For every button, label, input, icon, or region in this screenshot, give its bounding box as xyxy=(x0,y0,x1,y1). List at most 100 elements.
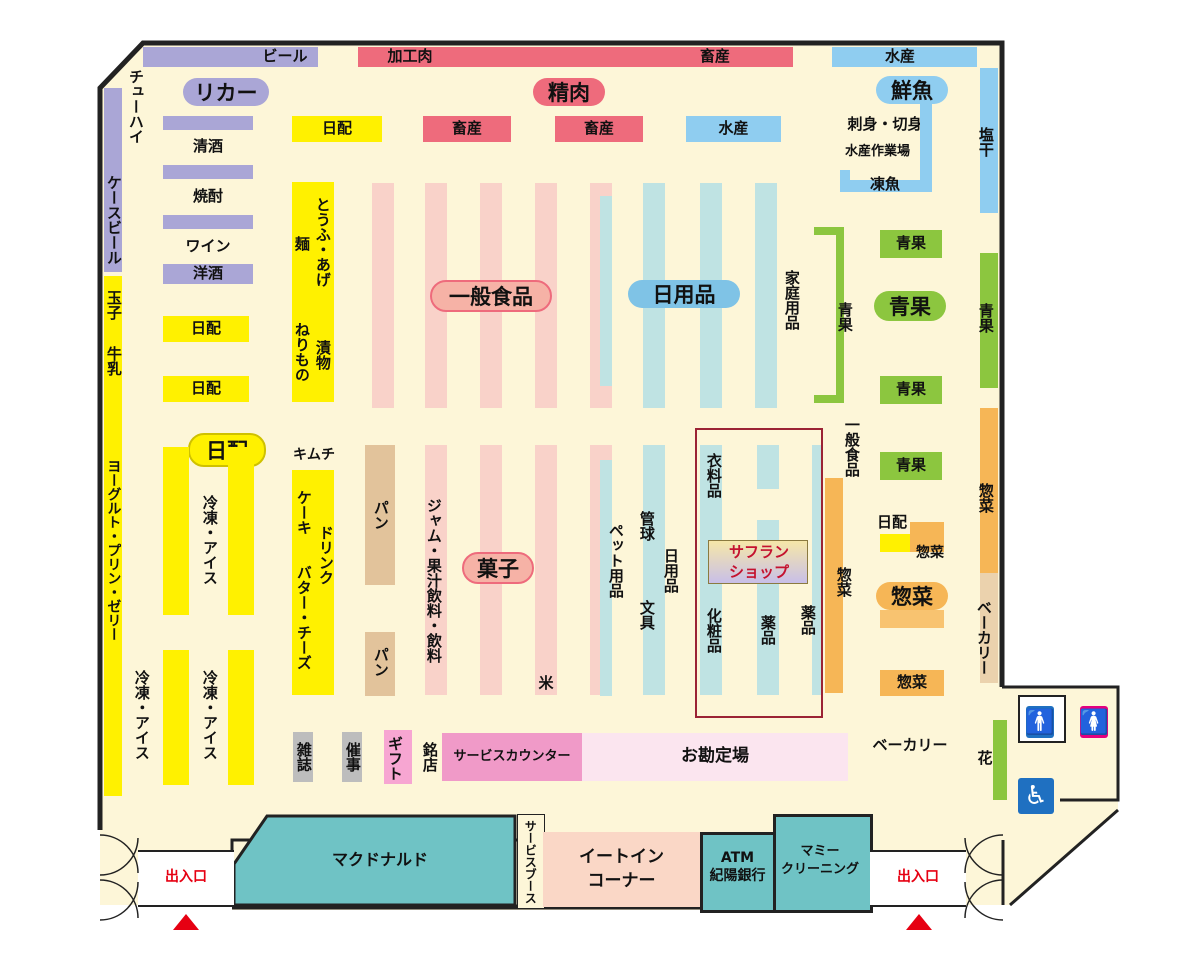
butter-label: バター・チーズ xyxy=(294,565,313,670)
deli-label: 惣菜 xyxy=(916,544,944,561)
meat-pill: 精肉 xyxy=(533,78,605,106)
livestock-shelf xyxy=(423,116,511,142)
liquor-shelf xyxy=(163,116,253,130)
service-counter xyxy=(442,733,582,781)
ball-label: 管球 xyxy=(637,511,656,541)
neri-label: ねりもの xyxy=(292,322,311,382)
bread-label: パン xyxy=(371,500,390,530)
frozen-label: 冷凍・アイス xyxy=(200,495,219,585)
service-counter-label: サービスカウンター xyxy=(453,749,571,765)
tofu-shelf xyxy=(292,182,334,402)
service-booth xyxy=(517,814,545,909)
daily-aisle xyxy=(600,460,612,696)
nippai-pill: 日配 xyxy=(188,433,266,467)
entrance-arrow-icon xyxy=(906,914,932,930)
liquor-shelf xyxy=(163,215,253,229)
deli-shelf xyxy=(825,478,843,693)
produce-shelf xyxy=(814,227,844,403)
bread-label: パン xyxy=(371,647,390,677)
produce-label: 青果 xyxy=(895,234,926,253)
entrance-right-label: 出入口 xyxy=(897,868,939,885)
beer-wall xyxy=(143,47,318,67)
produce-shelf xyxy=(880,452,942,480)
liquor-shelf xyxy=(163,264,253,284)
produce-pill: 青果 xyxy=(874,291,946,321)
tofu-label: とうふ・あげ xyxy=(313,197,332,287)
entrance-right[interactable] xyxy=(870,850,966,907)
service-booth-label: サービスブース xyxy=(523,820,538,904)
sweets-pill: 菓子 xyxy=(462,552,534,584)
deli-pill: 惣菜 xyxy=(876,582,948,610)
egg-label: 玉子 xyxy=(104,290,123,320)
livestock-top-label: 畜産 xyxy=(699,47,730,66)
deli-shelf xyxy=(910,522,944,552)
atm-label-2: 紀陽銀行 xyxy=(709,867,766,884)
daily-aisle xyxy=(757,445,779,489)
frozen-label: 冷凍・アイス xyxy=(200,670,219,760)
livestock-shelf xyxy=(555,116,643,142)
fish-pill: 鮮魚 xyxy=(876,76,948,104)
seafood-top-label: 水産 xyxy=(884,47,915,66)
salted-wall xyxy=(980,68,998,213)
western-liquor-label: 洋酒 xyxy=(192,264,223,283)
bread-shelf xyxy=(365,445,395,585)
dairy-shelf xyxy=(292,470,334,695)
saffron-label-2: ショップ xyxy=(728,563,789,582)
right-door-icon xyxy=(964,834,1004,921)
nippai-label: 日配 xyxy=(321,119,352,138)
flower-label: 花 xyxy=(977,749,993,768)
meiten-label: 銘店 xyxy=(420,742,439,772)
gift-shelf xyxy=(384,730,412,784)
liquor-shelf xyxy=(163,165,253,179)
frozen-shelf xyxy=(163,650,189,785)
wheelchair-icon: ♿ xyxy=(1018,778,1054,814)
daily-aisle xyxy=(643,445,665,695)
nippai-label: 日配 xyxy=(876,513,907,532)
nippai-shelf xyxy=(292,116,382,142)
checkout-area[interactable] xyxy=(582,733,848,781)
entrance-left[interactable] xyxy=(138,850,234,907)
event-shelf xyxy=(342,732,362,782)
drink-label: ドリンク xyxy=(316,525,335,585)
mcdonalds-block[interactable] xyxy=(232,814,517,907)
medicine-label: 薬品 xyxy=(758,615,777,645)
rice-label: 米 xyxy=(538,674,554,693)
deli-shelf xyxy=(880,610,944,628)
frozen-shelf xyxy=(163,447,189,615)
eat-in-label-1: イートイン xyxy=(579,847,664,868)
gift-label: ギフト xyxy=(385,735,404,781)
household-label: 家庭用品 xyxy=(782,270,801,330)
noodle-label: 麺 xyxy=(292,235,311,251)
atm-block[interactable] xyxy=(700,832,781,913)
fish-counter xyxy=(840,104,932,192)
atm-label-1: ATM xyxy=(720,849,755,866)
beer-label: ビール xyxy=(262,47,308,66)
produce-wall-label: 青果 xyxy=(976,303,995,333)
eat-in-corner[interactable] xyxy=(543,832,700,907)
deli-wall-label: 惣菜 xyxy=(976,483,995,513)
daily-aisle xyxy=(600,196,612,386)
frozen-left-label: 冷凍・アイス xyxy=(132,670,151,760)
daily-aisle xyxy=(755,183,777,408)
liquor-left-wall xyxy=(104,88,122,272)
sashimi-label: 刺身・切身 xyxy=(847,115,923,134)
general-food-pill: 一般食品 xyxy=(430,280,552,312)
case-beer-label: ケースビール xyxy=(104,175,123,265)
bakery-wall xyxy=(980,573,998,683)
daily-goods-label: 日用品 xyxy=(661,547,680,593)
food-aisle xyxy=(535,445,557,695)
pharmacy-area xyxy=(695,428,823,718)
deli-shelf xyxy=(880,670,944,696)
chuhai-label: チューハイ xyxy=(126,68,145,144)
sake-label: 清酒 xyxy=(192,137,223,156)
left-door-icon xyxy=(99,834,139,921)
daily-goods-pill: 日用品 xyxy=(628,280,740,308)
produce-shelf xyxy=(880,376,942,404)
flower-wall xyxy=(993,720,1007,800)
livestock-label: 畜産 xyxy=(583,119,614,138)
nippai-shelf xyxy=(163,376,249,402)
nippai-label: 日配 xyxy=(190,379,221,398)
produce-shelf xyxy=(880,230,942,258)
mcdonalds-label: マクドナルド xyxy=(331,849,428,869)
